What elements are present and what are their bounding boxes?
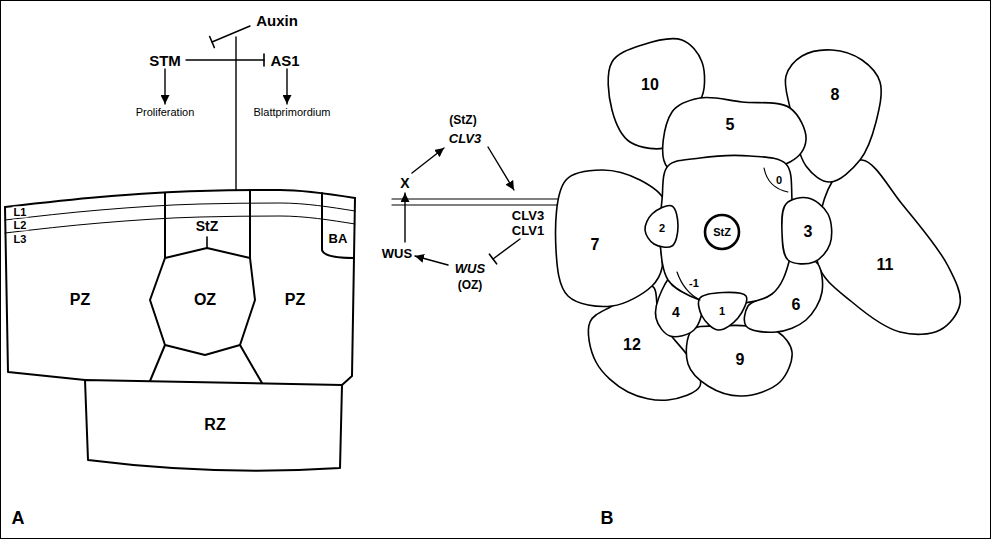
leaf-number: 4	[671, 305, 681, 319]
arrow-line	[164, 69, 165, 104]
layer-label: L2	[13, 220, 28, 231]
arrow-line	[286, 69, 287, 104]
zone-boundary	[150, 345, 165, 381]
zone-boundary	[240, 345, 262, 383]
leaf-number: 8	[830, 87, 841, 103]
layer-label: L1	[13, 207, 28, 218]
stem-cell-zone	[705, 215, 739, 249]
inhibition-bar	[489, 254, 496, 264]
zone-boundary	[249, 190, 251, 258]
protein-label: WUS	[381, 247, 413, 260]
inhibition-bar	[263, 54, 265, 66]
inhibition-line	[186, 59, 264, 60]
process-label: Blattprimordium	[252, 107, 331, 118]
gene-label: CLV3	[448, 132, 483, 145]
arrow-line	[488, 147, 514, 190]
zone-label: StZ	[195, 219, 220, 233]
zone-label: OZ	[193, 292, 217, 308]
meristem-dome	[660, 155, 793, 304]
leaf-number: 3	[803, 224, 814, 240]
layer-label: L3	[13, 234, 28, 245]
receptor-label: CLV1	[511, 224, 545, 237]
leaf-number: 1	[718, 306, 726, 317]
leaf-number: 2	[658, 223, 666, 234]
gene-label: STM	[148, 53, 182, 68]
gene-label: AS1	[269, 53, 300, 68]
zone-label: RZ	[203, 417, 226, 433]
leaf-outline	[686, 325, 792, 396]
arrow-line	[412, 148, 444, 173]
leaf-number: 9	[735, 352, 746, 368]
zone-label: PZ	[69, 292, 91, 308]
leaf-number: 5	[725, 117, 736, 133]
leaf-primordium	[677, 272, 700, 300]
meristem-outline	[342, 198, 355, 385]
membrane-line	[392, 204, 565, 205]
signal-label: Auxin	[255, 13, 299, 28]
inhibition-line	[212, 26, 250, 42]
inhibition-line	[493, 239, 520, 259]
leaf-number: 6	[791, 297, 802, 313]
zone-boundary	[164, 193, 166, 258]
leaf-number: 11	[876, 257, 895, 273]
arrow-line	[415, 256, 448, 265]
leaf-outline	[816, 160, 960, 334]
membrane-line	[392, 198, 565, 199]
zone-note: (StZ)	[448, 114, 477, 126]
protein-label: CLV3	[511, 209, 545, 222]
zone-outline	[150, 248, 255, 355]
cell-wall	[206, 237, 208, 248]
zone-outline	[85, 380, 342, 471]
leaf-number: 10	[640, 77, 660, 93]
illustration	[5, 26, 960, 471]
gene-label: WUS	[454, 262, 486, 275]
panel-letter: A	[11, 509, 26, 527]
zone-label: StZ	[712, 227, 732, 238]
leaf-outline	[645, 206, 678, 248]
leaf-number: 12	[622, 337, 642, 353]
inhibition-bar	[210, 36, 215, 47]
zone-label: PZ	[284, 292, 306, 308]
leaf-outline	[698, 292, 746, 330]
leaf-primordium	[764, 168, 788, 192]
zone-boundary	[322, 193, 354, 258]
zone-label: BA	[328, 232, 349, 245]
process-label: Proliferation	[135, 107, 196, 118]
factor-label: X	[399, 176, 410, 190]
leaf-number: 7	[590, 237, 601, 253]
leaf-outline	[785, 50, 881, 182]
leaf-number: -1	[688, 278, 700, 289]
zone-note: (OZ)	[457, 279, 484, 291]
layer-boundary	[5, 216, 355, 233]
panel-letter: B	[600, 509, 615, 527]
arrow-line	[404, 193, 405, 242]
leaf-outline	[782, 198, 832, 264]
leaf-number: 0	[775, 175, 783, 186]
